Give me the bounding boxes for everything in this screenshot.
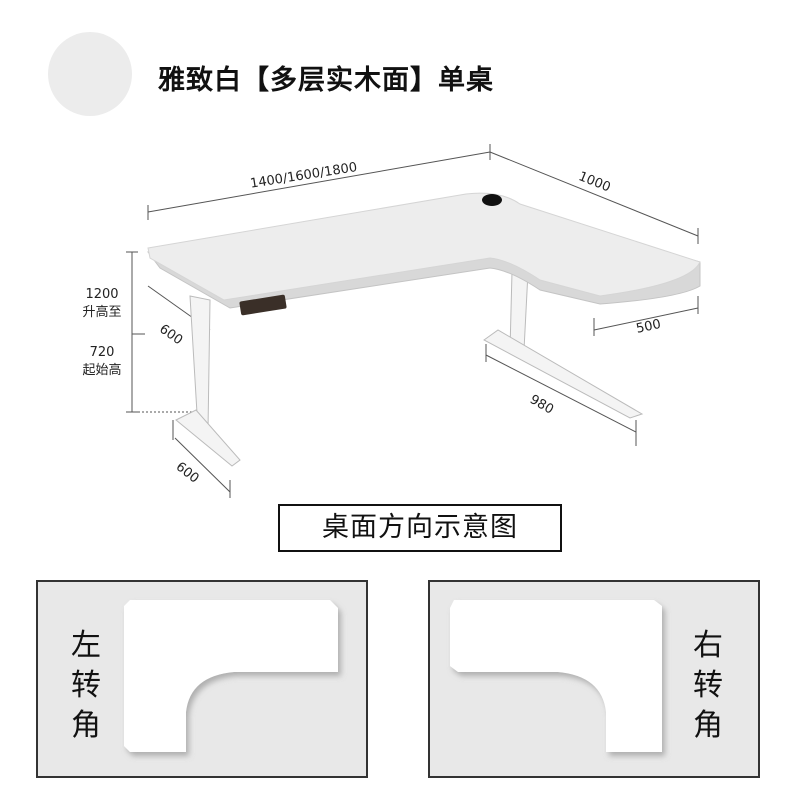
dim-foot-left: 600 bbox=[173, 459, 202, 486]
control-panel bbox=[239, 294, 287, 316]
left-turn-char-2: 转 bbox=[71, 668, 101, 703]
left-turn-char-1: 左 bbox=[71, 628, 101, 663]
product-title: 雅致白【多层实木面】单桌 bbox=[158, 65, 494, 96]
right-desk-shape bbox=[450, 600, 662, 752]
desk-legs bbox=[175, 271, 644, 467]
right-turn-char-2: 转 bbox=[693, 668, 723, 703]
left-turn-char-3: 角 bbox=[71, 708, 101, 743]
cable-grommet bbox=[482, 194, 502, 206]
left-desk-shape bbox=[124, 600, 338, 752]
right-turn-char-3: 角 bbox=[693, 708, 723, 743]
right-turn-panel: 右 转 角 bbox=[428, 580, 760, 778]
tabletop-surface bbox=[147, 192, 701, 301]
dim-side: 1000 bbox=[576, 169, 612, 195]
right-turn-shape bbox=[450, 600, 662, 752]
left-turn-shape bbox=[124, 600, 338, 752]
height-max: 1200 升高至 bbox=[72, 286, 132, 322]
orientation-title: 桌面方向示意图 bbox=[278, 504, 562, 552]
dim-foot-right: 980 bbox=[527, 392, 556, 417]
right-turn-char-1: 右 bbox=[693, 628, 723, 663]
dim-length: 1400/1600/1800 bbox=[249, 160, 358, 192]
dimension-lines bbox=[126, 144, 699, 498]
height-min-value: 720 bbox=[89, 345, 115, 360]
desk-diagram: 1400/1600/1800 1000 600 600 500 980 bbox=[126, 144, 701, 498]
height-max-value: 1200 bbox=[85, 287, 119, 302]
dim-depth: 600 bbox=[156, 322, 185, 349]
dim-return: 500 bbox=[635, 317, 662, 337]
height-min: 720 起始高 bbox=[72, 344, 132, 380]
height-min-label: 起始高 bbox=[82, 363, 122, 378]
left-turn-panel: 左 转 角 bbox=[36, 580, 368, 778]
height-max-label: 升高至 bbox=[82, 305, 122, 320]
color-swatch bbox=[48, 32, 132, 116]
